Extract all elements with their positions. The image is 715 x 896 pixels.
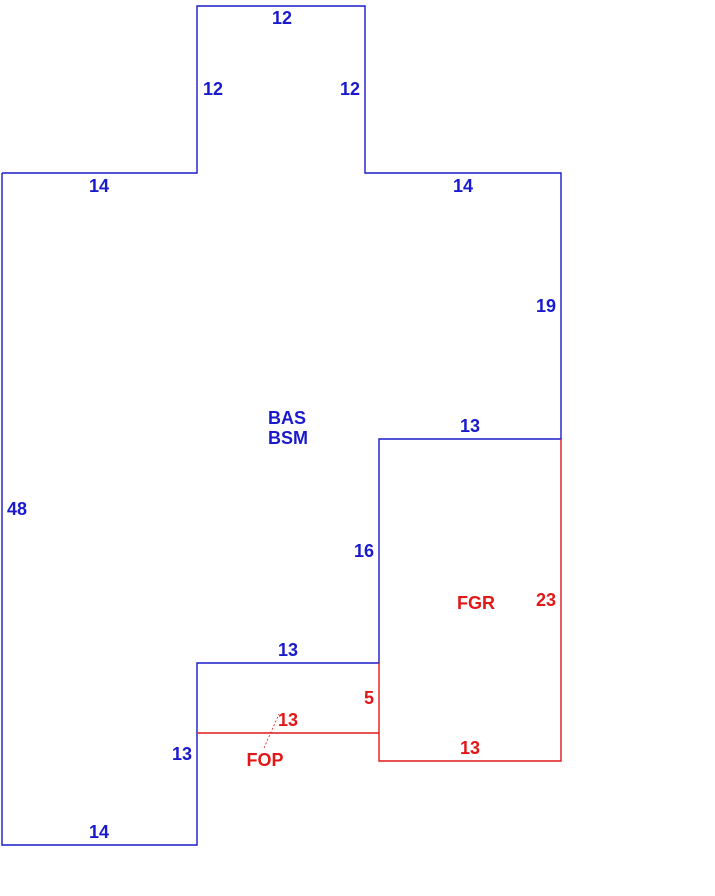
dim-garage-left-short: 5 bbox=[364, 688, 374, 708]
area-code-fop: FOP bbox=[246, 750, 283, 770]
dim-left-side: 48 bbox=[7, 499, 27, 519]
dim-porch-line: 13 bbox=[278, 710, 298, 730]
dim-bottom-run: 14 bbox=[89, 822, 109, 842]
garage-outline bbox=[378, 439, 562, 762]
dim-bottom-step-side: 13 bbox=[172, 744, 192, 764]
dim-bump-left-height: 12 bbox=[203, 79, 223, 99]
area-code-bas: BAS bbox=[268, 408, 306, 428]
dim-inset-top: 13 bbox=[278, 640, 298, 660]
dim-left-top-run: 14 bbox=[89, 176, 109, 196]
dim-right-top-run: 14 bbox=[453, 176, 473, 196]
dim-inset-side: 16 bbox=[354, 541, 374, 561]
dim-right-upper-side: 19 bbox=[536, 296, 556, 316]
area-code-fgr: FGR bbox=[457, 593, 495, 613]
dim-bump-right-height: 12 bbox=[340, 79, 360, 99]
dim-top-bump-width: 12 bbox=[272, 8, 292, 28]
dim-garage-top: 13 bbox=[460, 416, 480, 436]
area-code-bsm: BSM bbox=[268, 428, 308, 448]
porch-leader-line bbox=[263, 713, 280, 749]
dim-garage-bottom: 13 bbox=[460, 738, 480, 758]
dim-garage-right-side: 23 bbox=[536, 590, 556, 610]
